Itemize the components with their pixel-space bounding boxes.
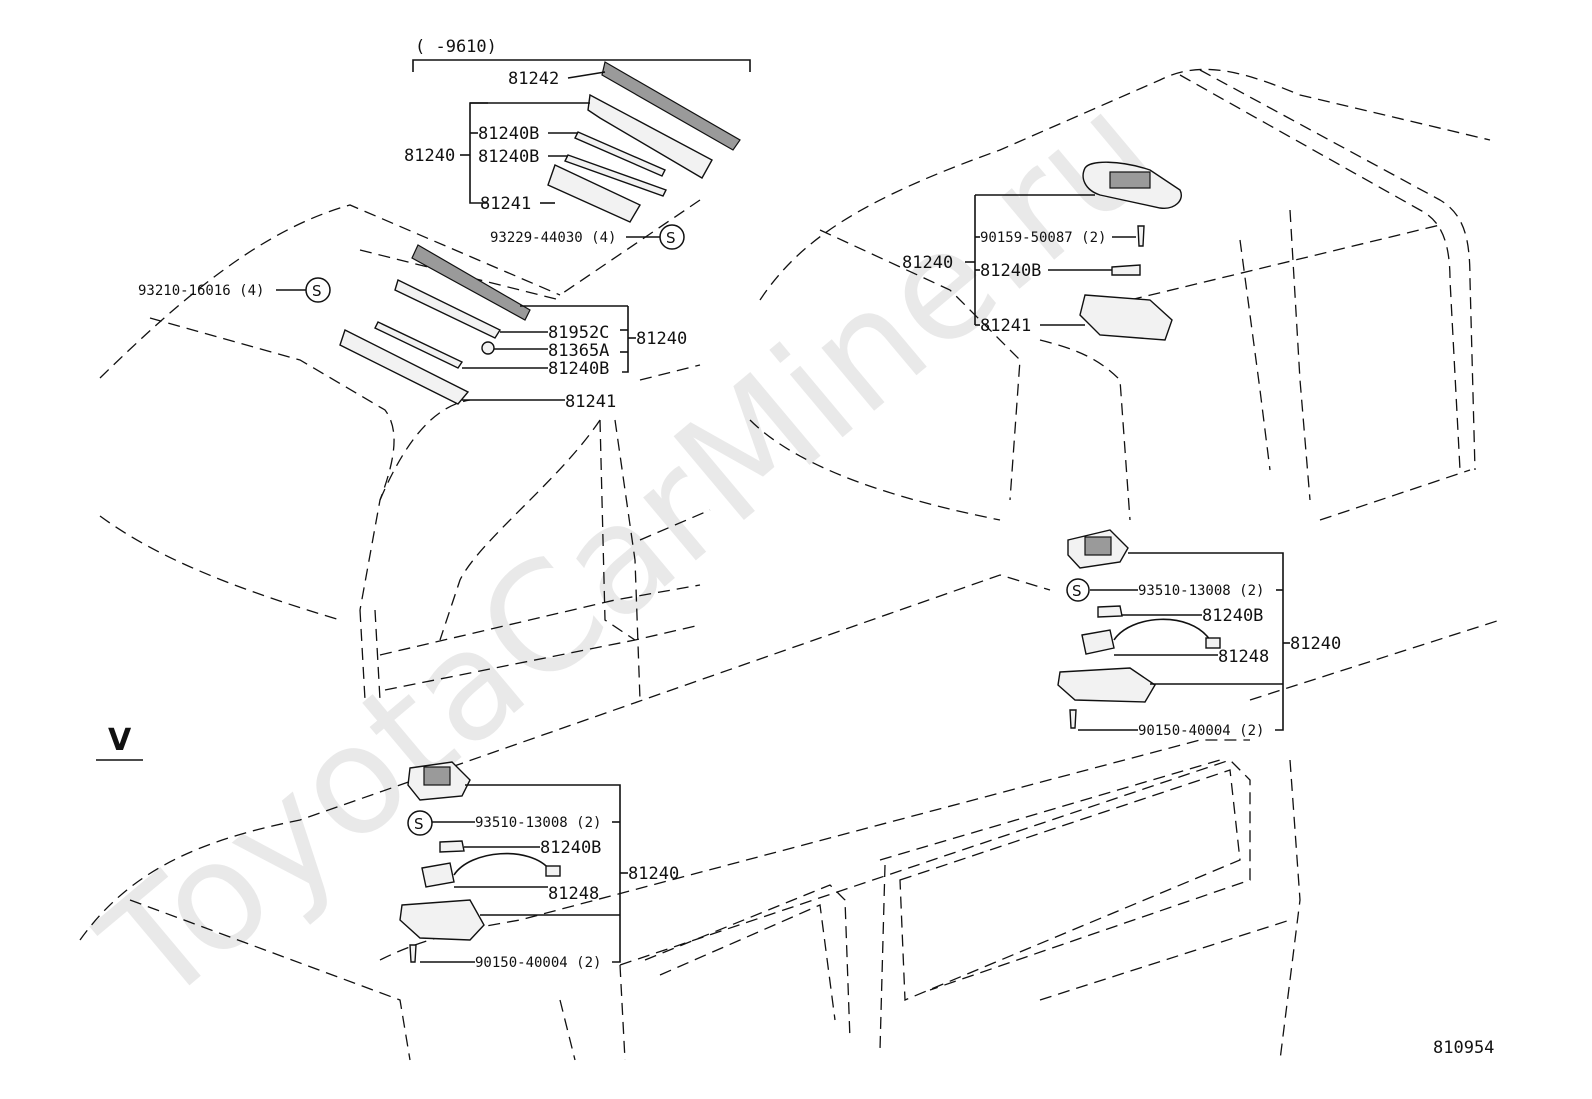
room-lamp-grille-bottom <box>423 766 451 786</box>
label-81240-top-left: 81240 <box>404 146 455 166</box>
label-screw-90159: 90159-50087 (2) <box>980 230 1106 246</box>
label-81240-bottom: 81240 <box>628 864 679 884</box>
label-81240b-1: 81240B <box>478 124 539 144</box>
harness-81248-bottom <box>421 862 455 888</box>
s-symbol-text-2: S <box>312 282 322 300</box>
high-mount-lamp-lens <box>547 164 641 223</box>
group-mid-right: S 81240 93510-13008 (2) 81240B 81248 901… <box>1057 529 1341 739</box>
vehicle-outline-left <box>99 204 711 701</box>
label-81241-center: 81241 <box>565 392 616 412</box>
screw-90159 <box>1137 225 1145 247</box>
label-81242: 81242 <box>508 69 559 89</box>
label-81240-mid-right: 81240 <box>1290 634 1341 654</box>
bulb-81240b-center <box>374 321 464 369</box>
harness-connector-mid-right <box>1205 637 1221 649</box>
bulb-81240b-1 <box>574 131 666 177</box>
label-screw-93210: 93210-16016 (4) <box>138 283 264 299</box>
high-mount-lamp-housing <box>587 93 713 179</box>
dome-lamp-lens <box>1079 294 1173 341</box>
label-screw-90150-mid-right: 90150-40004 (2) <box>1138 723 1264 739</box>
bracket-81952c <box>394 279 502 339</box>
group-center-left: S 93210-16016 (4) 81240 81952C 81365A 81… <box>138 244 687 412</box>
label-81952c: 81952C <box>548 323 609 343</box>
high-mount-lamp-base <box>411 244 531 321</box>
harness-81248-mid-right <box>1081 629 1115 655</box>
label-81240b-top-right: 81240B <box>980 261 1041 281</box>
label-81240b-bottom: 81240B <box>540 838 601 858</box>
bulb-81240b-bottom <box>439 840 465 853</box>
group-top-right: 81240 90159-50087 (2) 81240B 81241 <box>902 161 1182 341</box>
label-screw-90150-bottom: 90150-40004 (2) <box>475 955 601 971</box>
label-81240b-center: 81240B <box>548 359 609 379</box>
label-81365a: 81365A <box>548 341 609 361</box>
bulb-81240b-top-right <box>1111 264 1141 276</box>
label-81240-center: 81240 <box>636 329 687 349</box>
s-symbol-bottom <box>407 810 433 836</box>
group-bottom-left: S 81240 93510-13008 (2) 81240B 81248 901… <box>399 761 679 971</box>
s-symbol-mid-right <box>1066 578 1090 602</box>
screw-90150-bottom <box>409 944 417 963</box>
label-81240b-2: 81240B <box>478 147 539 167</box>
s-symbol-text-3: S <box>1072 582 1082 600</box>
label-screw-93510-mid-right: 93510-13008 (2) <box>1138 583 1264 599</box>
group-top-left: ( -9610) 81242 81240 81240B 81240B 81241… <box>404 37 751 296</box>
high-mount-lamp-lens-center <box>339 329 470 405</box>
s-symbol-text-1: S <box>666 229 676 247</box>
bulb-81240b-2 <box>564 154 667 197</box>
label-81248-bottom: 81248 <box>548 884 599 904</box>
screw-90150-mid-right <box>1069 709 1077 729</box>
label-81241-top-right: 81241 <box>980 316 1031 336</box>
view-marker: V <box>96 723 143 761</box>
label-screw-93229: 93229-44030 (4) <box>490 230 616 246</box>
label-screw-93510-bottom: 93510-13008 (2) <box>475 815 601 831</box>
label-81241-top-left: 81241 <box>480 194 531 214</box>
room-lamp-grille-mid-right <box>1084 536 1112 556</box>
vehicle-outline-right <box>749 68 1491 521</box>
figure-number: 810954 <box>1433 1038 1494 1058</box>
label-81240b-mid-right: 81240B <box>1202 606 1263 626</box>
bulb-81240b-mid-right <box>1097 605 1123 618</box>
label-81248-mid-right: 81248 <box>1218 647 1269 667</box>
vehicle-outline-bottom <box>79 574 1501 1061</box>
view-marker-letter: V <box>108 723 132 758</box>
harness-connector-bottom <box>545 865 561 877</box>
room-lamp-lens-mid-right <box>1057 667 1156 703</box>
date-range-label: ( -9610) <box>415 37 497 57</box>
dome-lamp-switch <box>1109 171 1151 189</box>
label-81240-top-right: 81240 <box>902 253 953 273</box>
s-symbol-text-4: S <box>414 815 424 833</box>
room-lamp-lens-bottom <box>399 899 485 941</box>
grommet-81365a <box>481 341 495 355</box>
high-mount-lamp-cover <box>601 61 741 151</box>
